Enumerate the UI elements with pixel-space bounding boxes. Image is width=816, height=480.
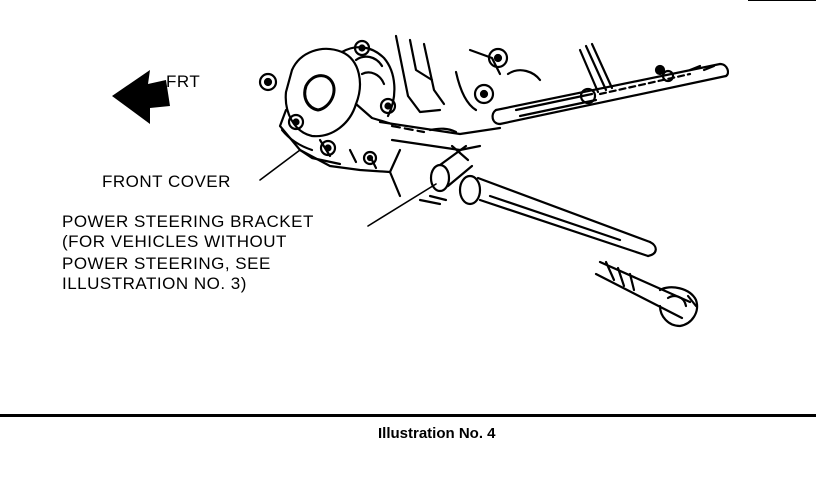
caption-divider — [0, 414, 816, 417]
bracket-bolt — [458, 174, 699, 328]
direction-label: FRT — [166, 72, 201, 91]
upper-engine-components — [394, 34, 666, 114]
illustration-caption: Illustration No. 4 — [378, 425, 496, 442]
bracket-label-line-4: ILLUSTRATION NO. 3) — [62, 274, 247, 293]
top-border-line — [748, 0, 816, 1]
bracket-label-line-3: POWER STEERING, SEE — [62, 254, 271, 273]
power-steering-bracket — [378, 120, 502, 206]
side-rail-bracket — [491, 62, 730, 126]
bracket-spacer — [429, 144, 474, 193]
bracket-leader — [367, 183, 437, 227]
front-cover-housing — [258, 39, 397, 174]
front-cover-label: FRONT COVER — [102, 172, 231, 191]
bracket-label-line-1: POWER STEERING BRACKET — [62, 212, 314, 231]
engine-bracket-drawing — [112, 34, 730, 328]
bracket-label-line-2: (FOR VEHICLES WITHOUT — [62, 232, 287, 251]
arrow-left-icon — [112, 70, 170, 124]
front-cover-leader — [259, 149, 301, 181]
